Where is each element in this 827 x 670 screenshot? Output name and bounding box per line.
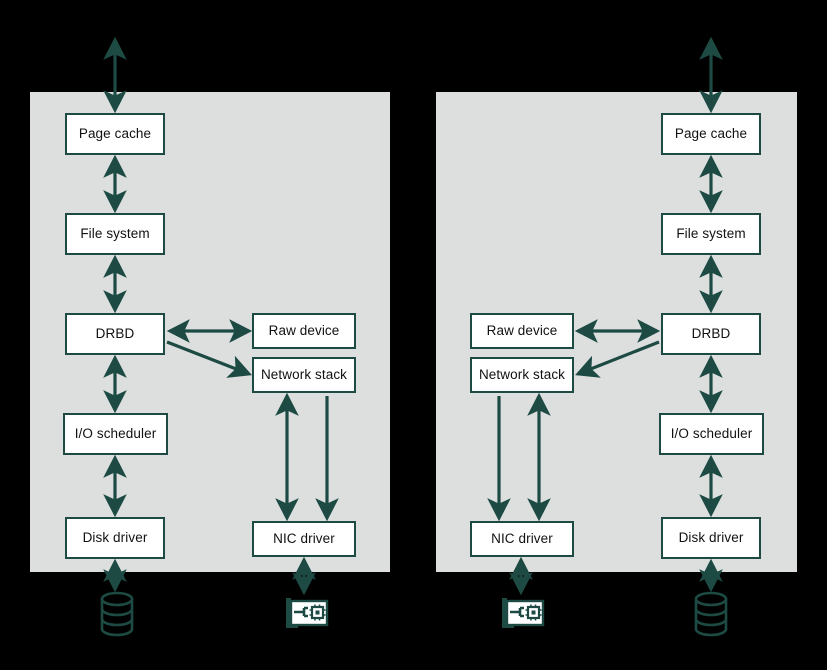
box-nic-driver-right[interactable]: NIC driver	[470, 521, 574, 557]
box-network-stack-right[interactable]: Network stack	[470, 357, 574, 393]
box-label: Disk driver	[678, 530, 744, 546]
box-label: Page cache	[78, 126, 152, 142]
box-label: DRBD	[95, 326, 135, 342]
box-label: I/O scheduler	[74, 426, 157, 442]
box-io-scheduler-right[interactable]: I/O scheduler	[659, 413, 764, 455]
box-disk-driver-right[interactable]: Disk driver	[661, 517, 761, 559]
nic-card-icon-right	[500, 596, 546, 634]
box-nic-driver-left[interactable]: NIC driver	[252, 521, 356, 557]
box-label: Raw device	[486, 323, 558, 339]
box-label: I/O scheduler	[670, 426, 753, 442]
database-icon-left	[98, 590, 136, 638]
box-label: Network stack	[260, 367, 348, 383]
box-file-system-left[interactable]: File system	[65, 213, 165, 255]
box-label: NIC driver	[273, 531, 335, 547]
box-label: File system	[80, 226, 150, 242]
database-icon-right	[692, 590, 730, 638]
box-io-scheduler-left[interactable]: I/O scheduler	[63, 413, 168, 455]
box-label: Disk driver	[82, 530, 148, 546]
box-page-cache-left[interactable]: Page cache	[65, 113, 165, 155]
box-raw-device-left[interactable]: Raw device	[252, 313, 356, 349]
box-label: File system	[676, 226, 746, 242]
box-label: Page cache	[674, 126, 748, 142]
box-raw-device-right[interactable]: Raw device	[470, 313, 574, 349]
box-label: DRBD	[691, 326, 731, 342]
box-drbd-left[interactable]: DRBD	[65, 313, 165, 355]
box-label: Raw device	[268, 323, 340, 339]
box-label: Network stack	[478, 367, 566, 383]
box-page-cache-right[interactable]: Page cache	[661, 113, 761, 155]
box-file-system-right[interactable]: File system	[661, 213, 761, 255]
box-network-stack-left[interactable]: Network stack	[252, 357, 356, 393]
box-label: NIC driver	[491, 531, 553, 547]
box-disk-driver-left[interactable]: Disk driver	[65, 517, 165, 559]
nic-card-icon-left	[284, 596, 330, 634]
box-drbd-right[interactable]: DRBD	[661, 313, 761, 355]
